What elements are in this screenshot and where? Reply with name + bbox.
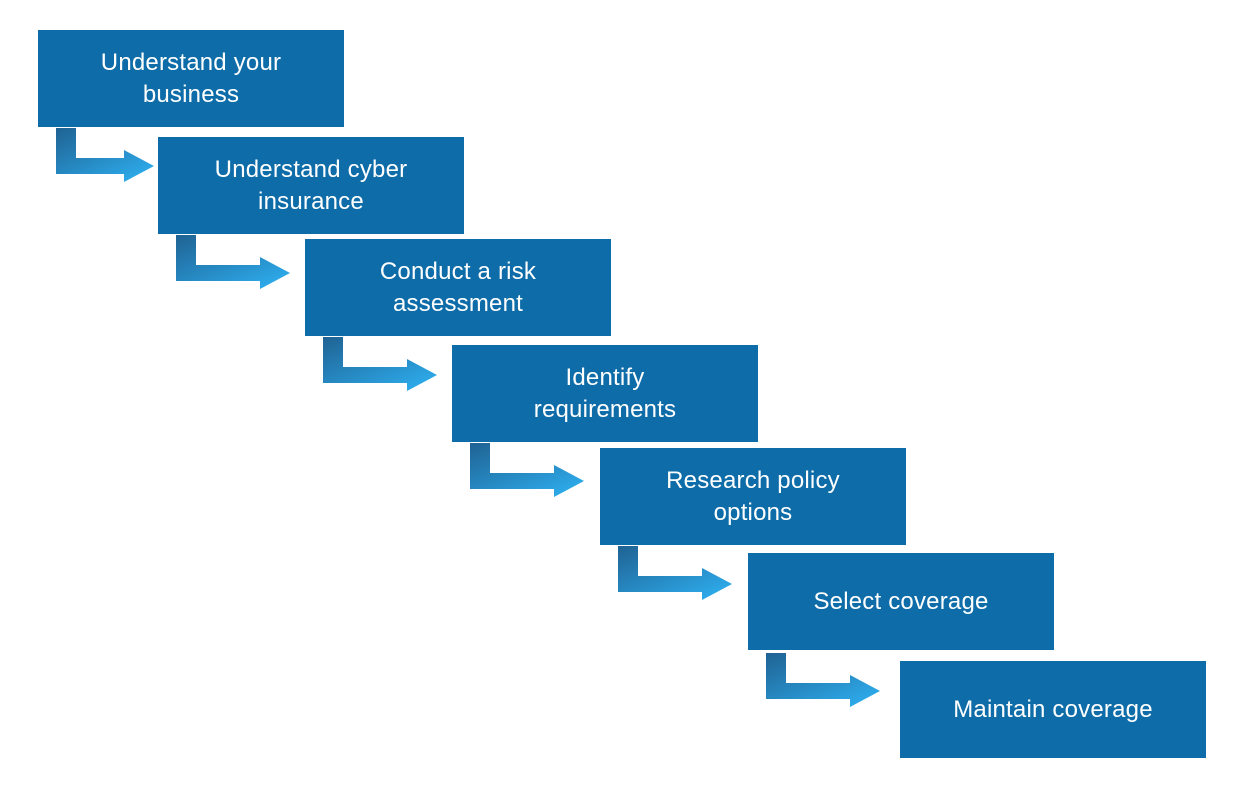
elbow-arrow-icon — [766, 653, 880, 707]
process-step-3-label: Conduct a risk assessment — [379, 257, 537, 317]
process-step-1: Understand your business — [38, 30, 344, 127]
process-step-6-label: Select coverage — [813, 587, 989, 615]
process-step-4: Identify requirements — [452, 345, 758, 442]
process-step-6: Select coverage — [748, 553, 1054, 650]
elbow-arrow-icon — [470, 443, 584, 497]
process-step-1-label: Understand your business — [100, 48, 282, 108]
elbow-arrow-icon — [56, 128, 154, 182]
process-step-2-label: Understand cyber insurance — [214, 155, 408, 215]
elbow-arrow-icon — [618, 546, 732, 600]
process-step-4-label: Identify requirements — [533, 363, 677, 423]
process-step-7-label: Maintain coverage — [953, 695, 1153, 723]
process-step-5-label: Research policy options — [666, 466, 840, 526]
process-step-3: Conduct a risk assessment — [305, 239, 611, 336]
elbow-arrow-icon — [323, 337, 437, 391]
elbow-arrow-icon — [176, 235, 290, 289]
process-step-7: Maintain coverage — [900, 661, 1206, 758]
process-step-2: Understand cyber insurance — [158, 137, 464, 234]
process-step-5: Research policy options — [600, 448, 906, 545]
